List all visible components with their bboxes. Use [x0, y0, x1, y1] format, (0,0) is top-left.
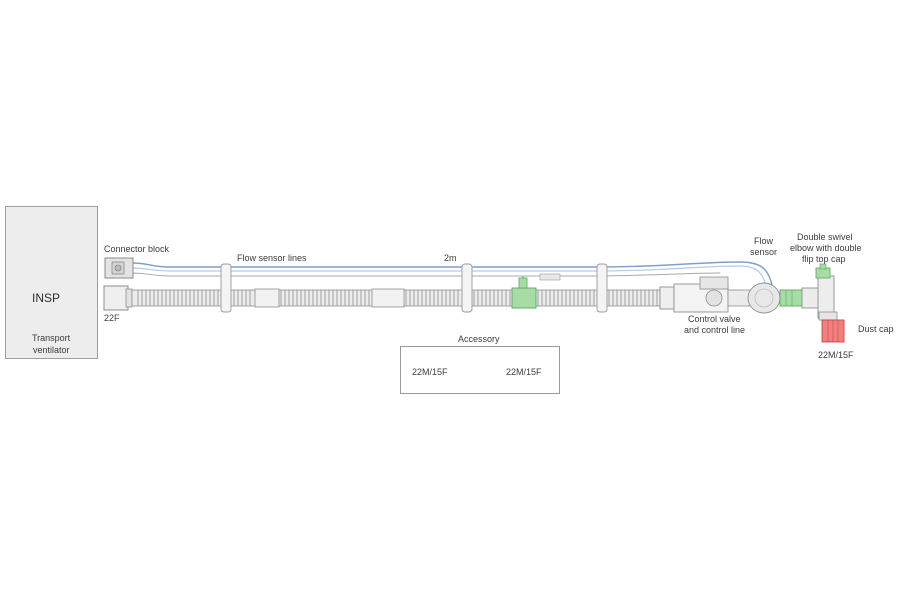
control-valve-label-line2: and control line: [684, 325, 746, 335]
elbow-label-line1: Double swivel: [797, 232, 853, 242]
control-line-fitting: [539, 273, 561, 281]
ventilator-label-line2: ventilator: [33, 345, 70, 355]
dust-cap: [818, 311, 845, 343]
transport-ventilator: [5, 206, 98, 359]
green-mid-connector: [511, 276, 537, 309]
elbow-label-line3: flip top cap: [802, 254, 846, 264]
green-elbow-connector: [779, 289, 803, 307]
ventilator-label-line1: Transport: [32, 333, 71, 343]
connector-block: [104, 257, 134, 279]
flow-sensor-lines: [131, 261, 773, 286]
flow-sensor-label-line2: sensor: [750, 247, 778, 257]
accessory-left-size: 22M/15F: [412, 367, 448, 377]
accessory-box: [400, 346, 560, 394]
length-label: 2m: [444, 253, 457, 263]
left-connector-22f: [103, 285, 133, 311]
flow-sensor-lines-label: Flow sensor lines: [237, 253, 307, 263]
tube-clips: [220, 263, 608, 313]
accessory-right-size: 22M/15F: [506, 367, 542, 377]
port-size-right-label: 22M/15F: [818, 350, 854, 360]
insp-port-label: INSP: [32, 291, 61, 305]
port-size-left-label: 22F: [104, 313, 120, 323]
dust-cap-label: Dust cap: [858, 324, 894, 334]
flow-sensor: [747, 282, 781, 314]
flow-sensor-label-line1: Flow: [754, 236, 774, 246]
elbow-label-line2: elbow with double: [790, 243, 862, 253]
control-valve-label-line1: Control valve: [688, 314, 741, 324]
connector-block-label: Connector block: [104, 244, 170, 254]
accessory-title: Accessory: [458, 334, 500, 344]
control-valve: [659, 276, 751, 313]
double-swivel-elbow: [801, 263, 835, 319]
